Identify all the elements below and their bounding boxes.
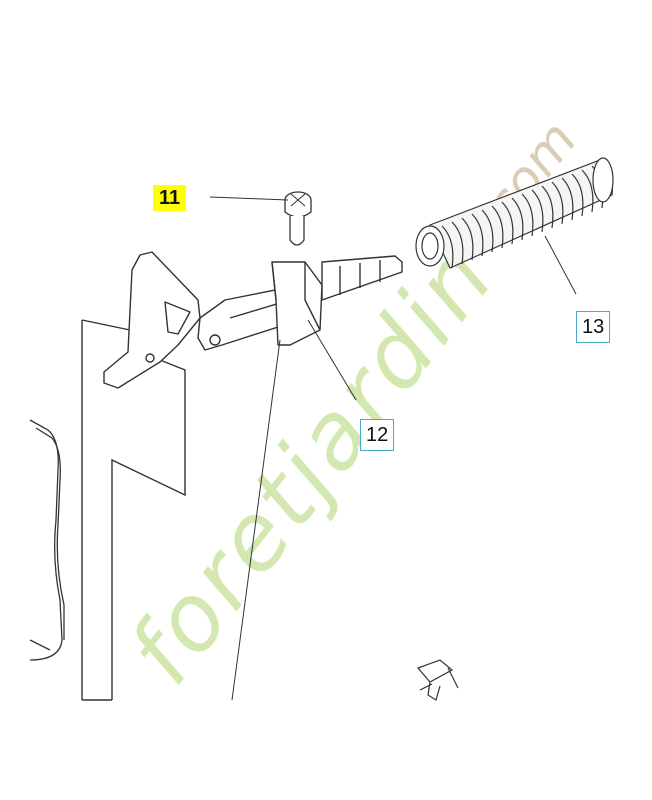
leader-lines: [209, 196, 577, 701]
screw-part-11: [284, 191, 312, 246]
spring-part-13: [415, 157, 614, 269]
housing-frame: [81, 319, 186, 701]
latch-lever-part-12: [103, 251, 403, 389]
callout-part-12: 12: [360, 419, 395, 451]
callout-part-13: 13: [576, 311, 611, 343]
clip-fitting: [416, 659, 459, 701]
side-cover-edge: [29, 419, 65, 661]
callout-part-11: 11: [153, 185, 187, 211]
